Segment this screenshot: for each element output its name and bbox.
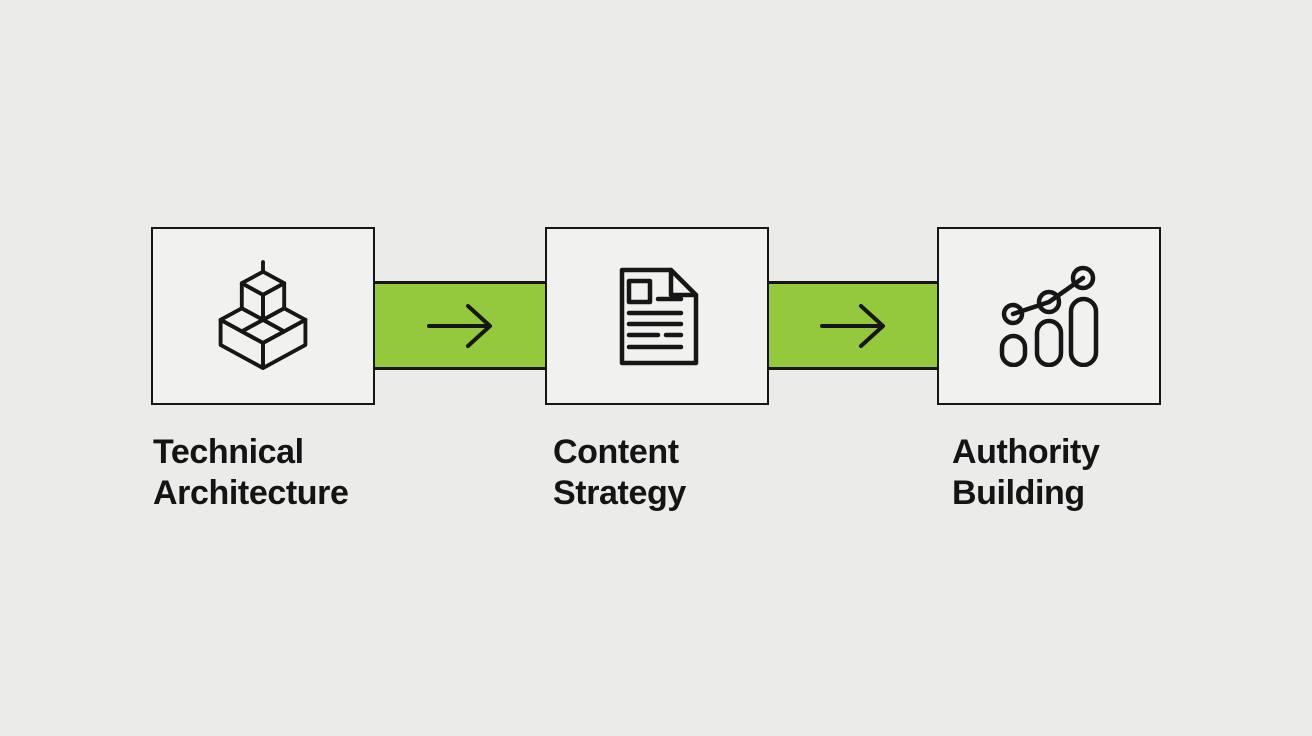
step-box-content-strategy [545,227,769,405]
step-label-line: Authority [952,433,1100,471]
step-label-line: Architecture [153,474,349,512]
bar-chart-trend-icon [999,265,1099,367]
step-label-line: Strategy [553,474,686,512]
flow-connector-2 [765,281,940,370]
step-label-technical-architecture: Technical Architecture [153,432,349,514]
flow-connector-1 [372,281,548,370]
step-label-authority-building: Authority Building [952,432,1100,514]
step-label-line: Building [952,474,1085,512]
step-label-line: Technical [153,433,304,471]
step-box-authority-building [937,227,1161,405]
arrow-right-icon [819,303,885,348]
isometric-cubes-icon [218,260,308,370]
step-label-content-strategy: Content Strategy [553,432,686,514]
document-icon [619,267,699,365]
step-box-technical-architecture [151,227,375,405]
step-label-line: Content [553,433,679,471]
arrow-right-icon [427,303,492,348]
